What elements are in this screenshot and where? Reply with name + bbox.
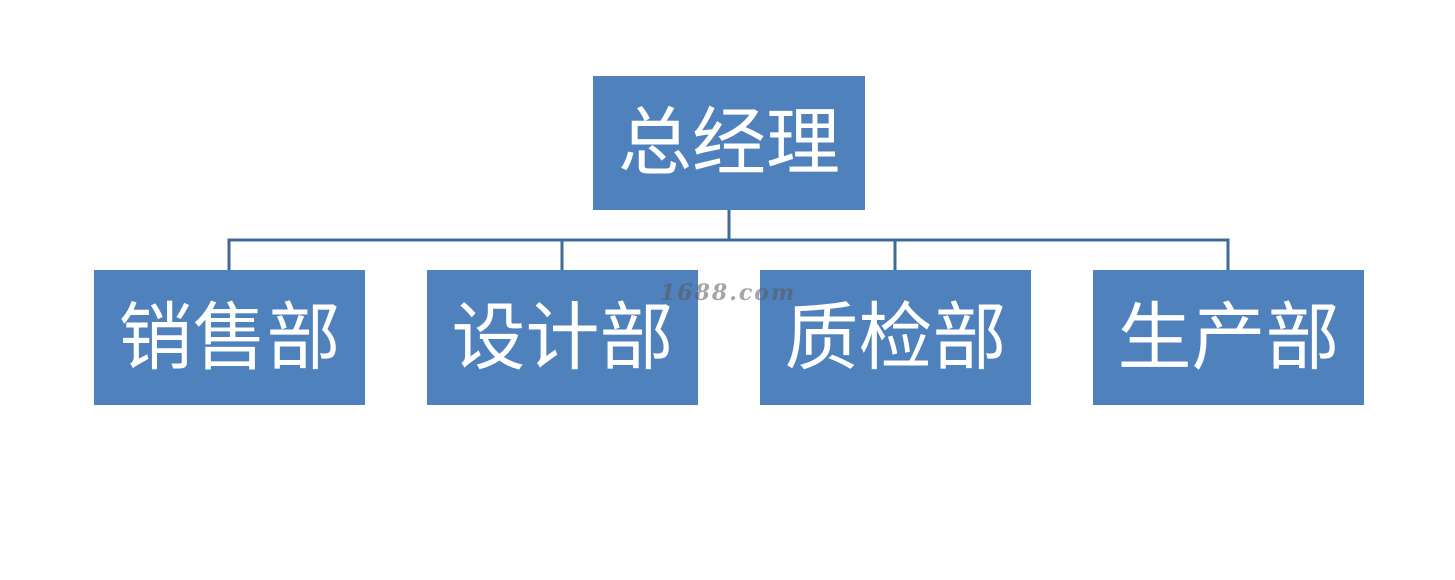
node-production-department-label: 生产部 — [1117, 294, 1340, 381]
node-production-department: 生产部 — [1093, 270, 1364, 405]
node-sales-department-label: 销售部 — [118, 294, 341, 381]
node-sales-department: 销售部 — [94, 270, 365, 405]
node-general-manager-label: 总经理 — [618, 100, 840, 186]
node-design-department-label: 设计部 — [451, 294, 674, 381]
node-quality-department-label: 质检部 — [784, 294, 1007, 381]
node-general-manager: 总经理 — [593, 76, 865, 210]
node-quality-department: 质检部 — [760, 270, 1031, 405]
node-design-department: 设计部 — [427, 270, 698, 405]
